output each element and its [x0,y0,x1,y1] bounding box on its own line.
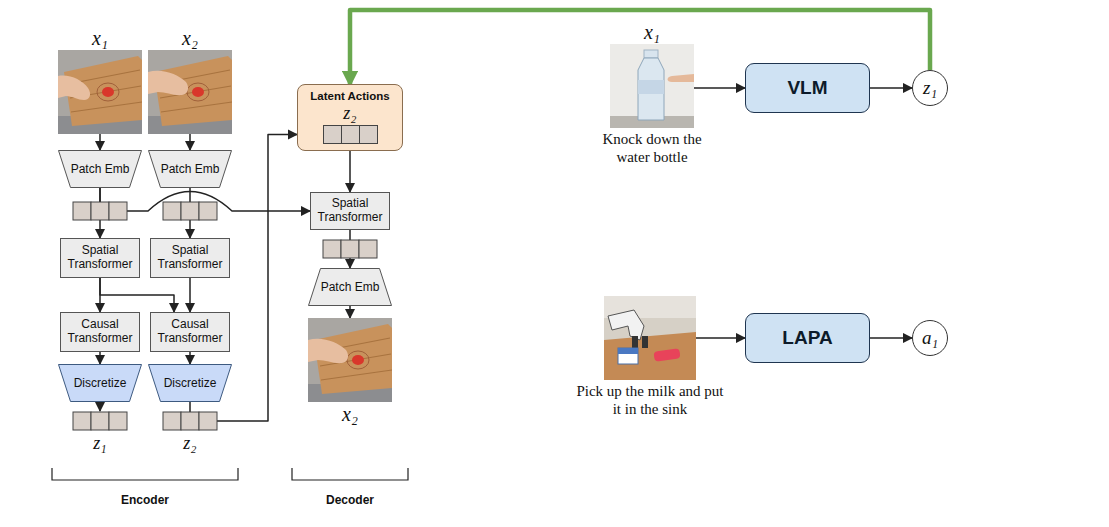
variable-label: x₁ [644,20,660,44]
latent-circle: z₁ [912,70,948,106]
box-label: Patch Emb [161,162,220,176]
transformer-box: Spatial Transformer [150,238,230,278]
action-circle: a₁ [912,320,948,356]
photo [604,296,696,380]
token-row [163,412,217,430]
flow-arrow [100,278,174,312]
photo-illustration [148,50,232,134]
box-label: Patch Emb [321,280,380,294]
variable-label: x₂ [182,26,198,50]
box-label: LAPA [782,327,832,349]
section-label: Decoder [290,492,410,508]
flow-arrow [189,134,191,150]
variable-label: x₂ [342,402,358,426]
input-frame: x₁ [58,26,142,134]
flow-arrow [870,87,912,89]
photo-illustration [58,50,142,134]
box-title: Latent Actions [310,89,389,103]
discretize-block: Discretize [58,364,142,402]
flow-arrow [99,352,101,364]
transformer-box: Causal Transformer [60,312,140,352]
patch-embed-block: Patch Emb [58,150,142,188]
caption-text: Pick up the milk and put it in the sink [575,382,725,418]
transformer-box: Spatial Transformer [310,192,390,230]
flow-arrow [189,278,191,312]
bracket [292,468,408,480]
bracket [52,468,238,480]
flow-arrow [870,337,912,339]
caption-text: Knock down the water bottle [598,130,706,166]
variable-label: z₂ [170,432,210,454]
photo-illustration [604,296,696,380]
box-label: Discretize [74,376,127,390]
patch-embed-block: Patch Emb [148,150,232,188]
transformer-box: Causal Transformer [150,312,230,352]
flow-arrow [349,306,351,318]
box-label: Spatial Transformer [65,244,135,272]
flow-arrow [349,151,351,192]
latent-actions-box: Latent Actionsz₂ [297,84,403,151]
model-box: LAPA [745,313,870,363]
token-row [323,240,377,258]
flow-arrow [99,134,101,150]
model-box: VLM [745,63,870,113]
token-row [163,202,217,220]
task-image: x₁ Knock down the water bottle [598,20,706,166]
transformer-box: Spatial Transformer [60,238,140,278]
variable-label: z₁ [923,77,937,99]
token-row [73,202,127,220]
box-label: Discretize [164,376,217,390]
box-label: VLM [787,77,827,99]
flow-arrow [694,87,745,89]
discretize-block: Discretize [148,364,232,402]
photo [308,318,392,402]
input-frame: x₂ [148,26,232,134]
variable-label: z₁ [80,432,120,454]
box-label: Causal Transformer [155,318,225,346]
flow-arrow [696,337,745,339]
box-label: Spatial Transformer [155,244,225,272]
photo [148,50,232,134]
photo-illustration [610,44,694,128]
token-row [323,125,378,144]
flow-arrow [189,352,191,364]
box-label: Spatial Transformer [315,197,385,225]
photo-illustration [308,318,392,402]
box-label: Causal Transformer [65,318,135,346]
output-frame: x₂ [308,318,392,426]
patch-embed-block: Patch Emb [308,268,392,306]
photo [610,44,694,128]
box-label: Patch Emb [71,162,130,176]
task-image: Pick up the milk and put it in the sink [575,296,725,418]
variable-label: z₂ [343,103,356,123]
wire [99,402,101,411]
token-row [73,412,127,430]
photo [58,50,142,134]
section-label: Encoder [85,492,205,508]
variable-label: a₁ [922,327,938,349]
variable-label: x₁ [92,26,108,50]
